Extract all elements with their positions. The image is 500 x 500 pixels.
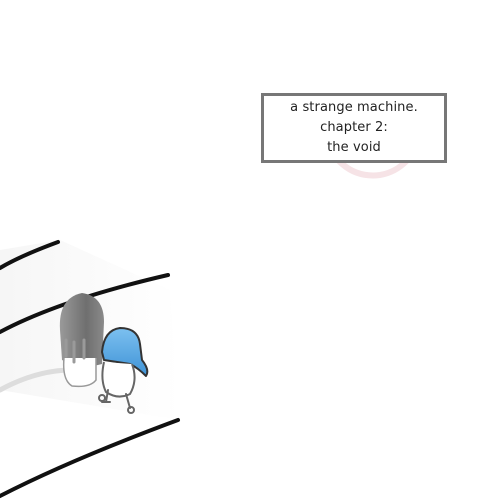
chapter-title-card: a strange machine. chapter 2: the void: [261, 93, 447, 163]
panel-stroke-top: [0, 240, 60, 270]
grey-haired-figure: [59, 293, 104, 388]
panel-stroke-bottom: [0, 418, 180, 498]
title-line-1: a strange machine.: [290, 100, 418, 115]
void-scene-illustration: [0, 240, 180, 498]
title-line-3: the void: [327, 140, 381, 155]
title-line-2: chapter 2:: [320, 120, 388, 135]
blue-cap-figure: [98, 327, 149, 414]
